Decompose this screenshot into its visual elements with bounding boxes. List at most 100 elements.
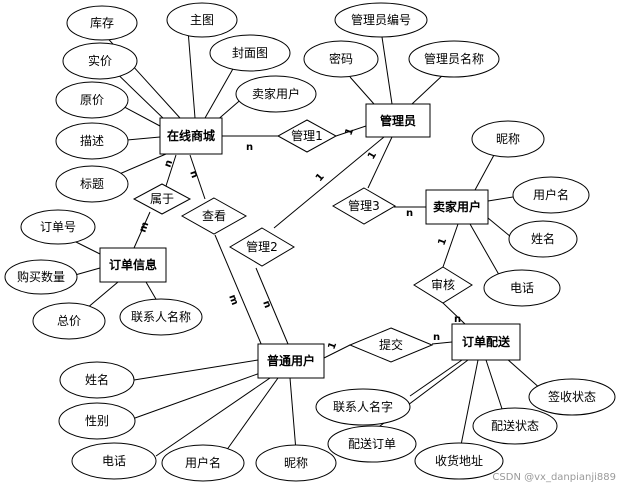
- attr-seller-username-label: 用户名: [533, 187, 569, 202]
- rel-review: 审核: [413, 266, 473, 304]
- entity-user: 普通用户: [257, 343, 325, 379]
- rel-belongs-label: 属于: [150, 192, 174, 206]
- attr-order-contact-name: 联系人名称: [119, 298, 203, 336]
- card-store-manage1: n: [246, 142, 253, 153]
- attr-description-label: 描述: [80, 134, 104, 148]
- attr-delivery-status: 配送状态: [472, 407, 558, 445]
- attr-gender: 性别: [58, 402, 136, 440]
- entity-seller-label: 卖家用户: [433, 199, 481, 214]
- attr-main-image: 主图: [166, 2, 238, 38]
- attr-description: 描述: [55, 122, 129, 160]
- entity-online-store: 在线商城: [159, 117, 223, 155]
- attr-delivery-order-label: 配送订单: [348, 436, 396, 451]
- attr-seller-phone: 电话: [483, 269, 561, 307]
- rel-manage3: 管理3: [332, 187, 396, 225]
- attr-receipt-status: 签收状态: [528, 378, 616, 416]
- entity-order-info-label: 订单信息: [109, 257, 157, 272]
- attr-price: 实价: [62, 42, 138, 80]
- entity-admin-label: 管理员: [380, 113, 416, 128]
- attr-seller-nickname-label: 昵称: [496, 132, 520, 146]
- attr-admin-name-label: 管理员名称: [424, 51, 484, 66]
- entity-seller: 卖家用户: [425, 189, 489, 225]
- attr-user-phone: 电话: [71, 442, 157, 480]
- attr-user-name-label: 姓名: [85, 372, 109, 387]
- attr-seller-phone-label: 电话: [510, 281, 534, 295]
- attr-purchase-qty: 购买数量: [4, 259, 78, 295]
- attr-main-image-label: 主图: [190, 13, 214, 27]
- attr-seller-user: 卖家用户: [235, 75, 317, 113]
- card-user-submit: 1: [326, 341, 339, 351]
- attr-stock-label: 库存: [90, 15, 114, 30]
- attr-password: 密码: [303, 40, 379, 78]
- attr-user-nickname-label: 昵称: [284, 456, 308, 470]
- rel-review-label: 审核: [431, 277, 455, 292]
- card-store-view: n: [187, 169, 200, 179]
- attr-purchase-qty-label: 购买数量: [17, 269, 65, 284]
- attr-original-price-label: 原价: [80, 93, 104, 107]
- attr-user-username: 用户名: [161, 444, 245, 482]
- rel-manage2-label: 管理2: [246, 239, 278, 254]
- card-user-view: m: [226, 293, 240, 307]
- attr-title-label: 标题: [80, 177, 104, 191]
- attr-delivery-contact-name: 联系人名字: [315, 388, 411, 426]
- card-admin-manage3: 1: [366, 150, 379, 162]
- attr-address-label: 收货地址: [435, 453, 483, 468]
- rel-manage2: 管理2: [229, 227, 295, 267]
- attr-gender-label: 性别: [85, 414, 109, 428]
- rel-submit: 提交: [348, 327, 434, 363]
- attr-seller-nickname: 昵称: [471, 120, 545, 158]
- attr-user-phone-label: 电话: [102, 454, 126, 468]
- rel-view: 查看: [180, 197, 248, 235]
- entity-delivery-label: 订单配送: [462, 334, 511, 349]
- rel-belongs: 属于: [132, 183, 192, 215]
- card-seller-review: 1: [436, 237, 449, 247]
- card-delivery-submit: n: [433, 332, 440, 343]
- rel-view-label: 查看: [202, 209, 226, 223]
- rel-manage1-label: 管理1: [291, 128, 323, 143]
- attr-receipt-status-label: 签收状态: [548, 389, 596, 404]
- attr-admin-name: 管理员名称: [408, 40, 500, 78]
- card-order-belongs: m: [137, 220, 151, 234]
- attr-order-no: 订单号: [20, 209, 96, 245]
- attr-seller-name-label: 姓名: [531, 231, 555, 246]
- card-admin-manage2: 1: [314, 171, 327, 183]
- attr-user-name: 姓名: [59, 361, 135, 399]
- watermark: CSDN @vx_danpianji889: [492, 472, 616, 483]
- card-seller-manage3: n: [406, 208, 413, 219]
- attr-seller-username: 用户名: [512, 176, 590, 214]
- card-admin-manage1: 1: [343, 127, 356, 137]
- rel-manage1: 管理1: [276, 119, 338, 153]
- attr-total-price: 总价: [32, 302, 106, 340]
- attr-original-price: 原价: [55, 81, 129, 119]
- card-store-belongs: n: [162, 159, 175, 169]
- attr-delivery-status-label: 配送状态: [491, 418, 539, 433]
- attr-order-contact-name-label: 联系人名称: [131, 309, 191, 324]
- attr-order-no-label: 订单号: [40, 220, 76, 234]
- attr-delivery-contact-name-label: 联系人名字: [333, 399, 393, 414]
- card-user-manage2: n: [260, 299, 273, 309]
- card-delivery-review: n: [454, 314, 461, 325]
- attr-cover-image: 封面图: [209, 34, 291, 72]
- entity-order-info: 订单信息: [99, 247, 167, 283]
- attr-admin-id: 管理员编号: [334, 2, 428, 38]
- attr-price-label: 实价: [88, 53, 112, 68]
- attr-user-nickname: 昵称: [255, 444, 337, 482]
- attr-password-label: 密码: [329, 51, 353, 66]
- attr-seller-user-label: 卖家用户: [252, 86, 300, 101]
- attr-cover-image-label: 封面图: [232, 46, 268, 60]
- attr-seller-name: 姓名: [508, 220, 578, 258]
- rel-manage3-label: 管理3: [348, 198, 380, 213]
- attr-title: 标题: [55, 165, 129, 203]
- rel-submit-label: 提交: [379, 337, 403, 352]
- attr-admin-id-label: 管理员编号: [351, 12, 411, 27]
- attr-user-username-label: 用户名: [185, 455, 221, 470]
- attr-stock: 库存: [66, 5, 138, 41]
- entity-admin: 管理员: [365, 103, 431, 138]
- entity-delivery: 订单配送: [451, 323, 521, 361]
- attr-total-price-label: 总价: [57, 314, 81, 328]
- entity-user-label: 普通用户: [267, 353, 315, 368]
- attr-delivery-order: 配送订单: [327, 425, 417, 463]
- entity-online-store-label: 在线商城: [167, 128, 215, 143]
- attr-address: 收货地址: [414, 442, 504, 480]
